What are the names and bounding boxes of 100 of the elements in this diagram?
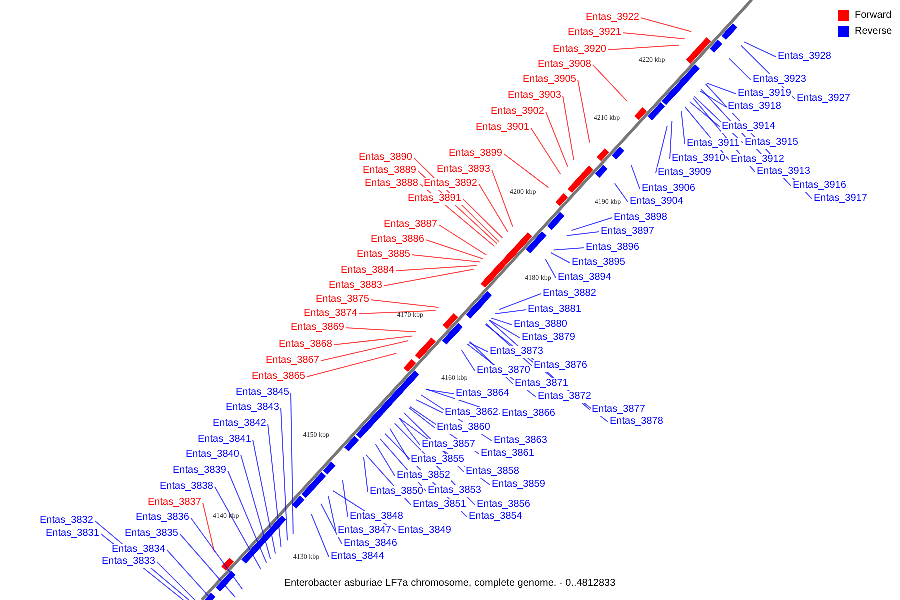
- leader-line: [438, 224, 488, 256]
- leader-line: [202, 502, 216, 553]
- gene-label: Entas_3896: [585, 242, 640, 254]
- gene-label: Entas_3840: [185, 449, 240, 461]
- gene-label: Entas_3911: [686, 138, 741, 150]
- gene-label: Entas_3868: [278, 339, 334, 351]
- gene-label: Entas_3880: [513, 319, 568, 331]
- leader-line: [562, 96, 574, 161]
- legend-label: Reverse: [855, 26, 892, 37]
- gene-label: Entas_3889: [362, 165, 418, 177]
- gene-label: Entas_3923: [752, 74, 808, 86]
- gene-label: Entas_3849: [397, 525, 452, 537]
- gene-label: Entas_3839: [172, 465, 228, 477]
- gene-label: Entas_3853: [427, 485, 482, 497]
- gene-label: Entas_3912: [730, 154, 786, 166]
- gene-label: Entas_3899: [448, 148, 504, 160]
- leader-line: [214, 486, 262, 570]
- leader-line: [320, 504, 342, 544]
- gene-label: Entas_3893: [436, 164, 492, 176]
- gene-label: Entas_3851: [412, 499, 468, 511]
- gene-label: Entas_3905: [522, 74, 578, 86]
- leader-line: [578, 80, 590, 144]
- gene-label: Entas_3858: [465, 466, 520, 478]
- gene-label: Entas_3894: [557, 272, 612, 284]
- leader-line: [468, 342, 488, 352]
- gene-label: Entas_3920: [552, 44, 608, 56]
- gene-label: Entas_3922: [585, 12, 640, 24]
- gene-label: Entas_3878: [609, 416, 664, 428]
- gene-label: Entas_3876: [533, 360, 588, 372]
- gene-label: Entas_3859: [491, 479, 546, 491]
- gene-label: Entas_3872: [537, 391, 592, 403]
- gene-label: Entas_3885: [356, 249, 412, 261]
- gene-label: Entas_3831: [45, 528, 100, 540]
- gene-label: Entas_3918: [727, 101, 782, 113]
- leader-line: [416, 400, 444, 414]
- gene-label: Entas_3845: [235, 387, 290, 399]
- gene-label: Entas_3914: [721, 121, 776, 133]
- leader-line: [268, 424, 282, 548]
- leader-line: [494, 310, 526, 314]
- gene-label: Entas_3835: [124, 528, 180, 540]
- leader-line: [328, 496, 336, 532]
- gene-label: Entas_3836: [135, 512, 190, 524]
- leader-line: [744, 42, 776, 58]
- gene-label: Entas_3904: [629, 196, 684, 208]
- leader-line: [706, 82, 736, 94]
- gene-label: Entas_3857: [421, 439, 476, 451]
- gene-label: Entas_3887: [383, 219, 438, 231]
- gene-label: Entas_3866: [501, 408, 556, 420]
- gene-label: Entas_3863: [493, 435, 548, 447]
- gene-label: Entas_3921: [567, 27, 622, 39]
- gene-label: Entas_3833: [101, 556, 156, 568]
- leader-line: [489, 320, 520, 338]
- leader-line: [631, 165, 640, 190]
- gene-label: Entas_3873: [489, 346, 544, 358]
- leader-line: [311, 514, 330, 558]
- gene-label: Entas_3892: [423, 178, 478, 190]
- gene-label: Entas_3883: [328, 280, 384, 292]
- gene-label: Entas_3882: [542, 288, 598, 300]
- leader-line: [566, 232, 600, 236]
- leader-line: [504, 154, 550, 188]
- gene-label: Entas_3838: [159, 481, 214, 493]
- gene-label: Entas_3832: [39, 515, 94, 527]
- leader-line: [681, 110, 686, 144]
- leader-line: [290, 392, 294, 535]
- leader-line: [375, 444, 396, 476]
- leader-line: [426, 240, 484, 260]
- gene-label: Entas_3901: [475, 122, 530, 134]
- leader-line: [530, 128, 562, 175]
- leader-line: [358, 310, 436, 314]
- gene-label: Entas_3852: [396, 470, 452, 482]
- leader-line: [571, 218, 612, 232]
- gene-label: Entas_3909: [657, 167, 712, 179]
- gene-label: Entas_3902: [490, 106, 546, 118]
- leader-line: [670, 120, 673, 160]
- gene-label: Entas_3916: [792, 180, 848, 192]
- gene-label: Entas_3917: [813, 193, 868, 205]
- leader-line: [689, 101, 720, 128]
- leader-line: [426, 389, 454, 394]
- leader-line: [550, 252, 570, 264]
- gene-label: Entas_3877: [591, 404, 646, 416]
- gene-label: Entas_3903: [507, 90, 562, 102]
- gene-label: Entas_3860: [436, 422, 492, 434]
- gene-label: Entas_3884: [340, 265, 396, 277]
- leader-line: [370, 300, 440, 308]
- leader-line: [546, 112, 568, 168]
- leader-line: [462, 198, 504, 239]
- gene-label: Entas_3867: [265, 355, 320, 367]
- leader-line: [408, 408, 436, 428]
- leader-line: [228, 470, 268, 564]
- gene-label: Entas_3888: [364, 178, 420, 190]
- leader-line: [614, 183, 628, 202]
- gene-label: Entas_3871: [514, 378, 570, 390]
- gene-label: Entas_3856: [476, 499, 532, 511]
- caption: Enterobacter asburiae LF7a chromosome, complete genome. - 0..4812833: [283, 578, 617, 589]
- gene-label: Entas_3897: [600, 226, 656, 238]
- gene-label: Entas_3846: [343, 538, 398, 550]
- gene-label: Entas_3886: [370, 234, 426, 246]
- leader-line: [334, 336, 414, 346]
- leader-line: [545, 258, 556, 278]
- gene-label: Entas_3861: [480, 448, 536, 460]
